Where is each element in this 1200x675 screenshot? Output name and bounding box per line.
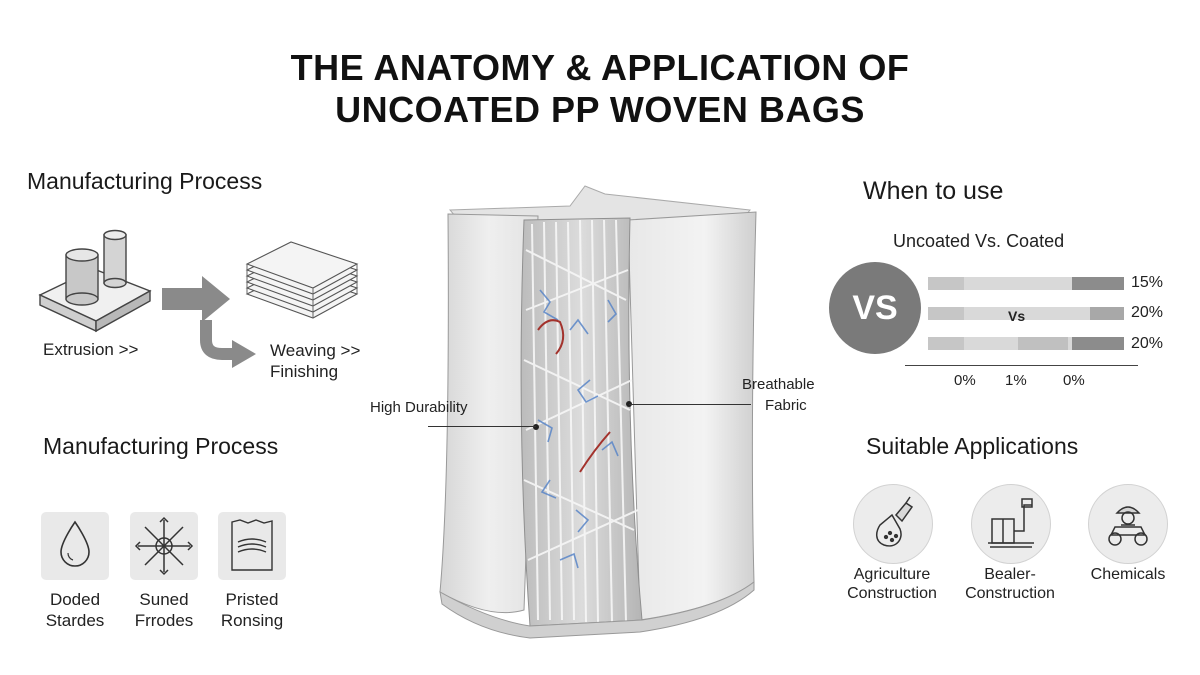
row-value-3: 20%: [1131, 335, 1164, 352]
feature-label-3b: Ronsing: [220, 611, 284, 630]
axis-label-3: 0%: [1063, 372, 1085, 389]
title-line-1: THE ANATOMY & APPLICATION OF: [290, 47, 910, 88]
row-value-2: 20%: [1131, 304, 1164, 321]
construction-icon: [971, 484, 1051, 564]
weaving-label: Weaving >>: [270, 341, 361, 360]
extrusion-label: Extrusion >>: [43, 340, 139, 359]
feature-label-3a: Pristed: [225, 590, 279, 609]
durability-callout-line: [428, 426, 536, 427]
when-to-use-heading: When to use: [863, 177, 1004, 205]
axis-label-1: 0%: [954, 372, 976, 389]
applications-heading: Suitable Applications: [866, 433, 1079, 459]
app-label-3a: Chemicals: [1090, 566, 1166, 583]
breathable-label: Breathable: [742, 376, 815, 393]
feature-label-1b: Stardes: [45, 611, 105, 630]
app-label-1b: Construction: [847, 585, 937, 602]
process-heading-2: Manufacturing Process: [43, 433, 279, 459]
vs-badge: VS: [829, 262, 921, 354]
fabric-label: Fabric: [765, 397, 807, 414]
feature-label-2b: Frrodes: [134, 611, 194, 630]
fabric-stack-icon: [243, 236, 361, 332]
app-label-2b: Construction: [965, 585, 1055, 602]
printed-bag-icon: [218, 512, 286, 580]
title-line-2: UNCOATED PP WOVEN BAGS: [335, 89, 865, 130]
woven-bag-illustration: [420, 180, 790, 665]
feature-label-1a: Doded: [49, 590, 101, 609]
comparison-bar-3: [928, 337, 1124, 350]
finishing-label: Finishing: [270, 362, 339, 381]
agriculture-icon: [853, 484, 933, 564]
comparison-bar-2: [928, 307, 1124, 320]
axis-label-2: 1%: [1005, 372, 1027, 389]
extruder-icon: [36, 225, 154, 335]
curved-arrow-icon: [198, 320, 260, 370]
comparison-title: Uncoated Vs. Coated: [893, 231, 1065, 251]
process-heading: Manufacturing Process: [27, 168, 263, 194]
comparison-bar-1: [928, 277, 1124, 290]
process-arrow-icon: [162, 276, 232, 322]
feature-label-2a: Suned: [139, 590, 189, 609]
app-label-2a: Bealer-: [984, 566, 1036, 583]
chemicals-icon: [1088, 484, 1168, 564]
comparison-axis-line: [905, 365, 1138, 366]
breathable-callout-line: [629, 404, 751, 405]
durability-label: High Durability: [370, 399, 468, 416]
app-label-1a: Agriculture: [853, 566, 931, 583]
mid-vs-label: Vs: [1008, 308, 1026, 324]
fiber-burst-icon: [130, 512, 198, 580]
row-value-1: 15%: [1131, 274, 1164, 291]
water-drop-icon: [41, 512, 109, 580]
